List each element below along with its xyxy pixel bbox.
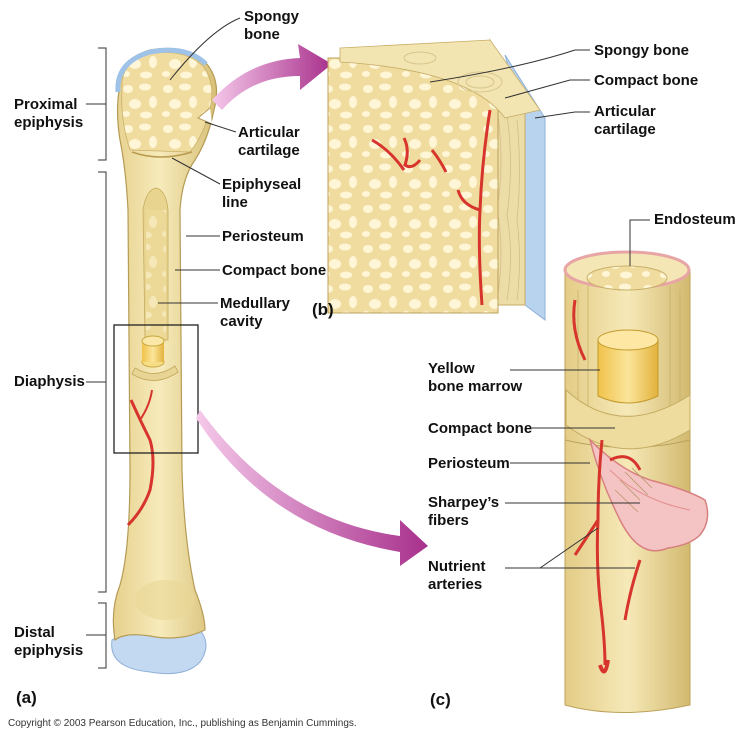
label-a-epiphyseal-line: Epiphyseal line xyxy=(222,176,301,212)
label-b-compact-bone: Compact bone xyxy=(594,72,698,90)
copyright-notice: Copyright © 2003 Pearson Education, Inc.… xyxy=(8,718,357,729)
label-c-nutrient-arteries: Nutrient arteries xyxy=(428,558,486,594)
label-a-compact-bone: Compact bone xyxy=(222,262,326,280)
label-c-endosteum: Endosteum xyxy=(654,211,736,229)
compact-bone-cylinder xyxy=(565,252,708,713)
region-brackets xyxy=(86,48,106,668)
label-c-yellow-marrow: Yellow bone marrow xyxy=(428,360,522,396)
label-proximal-epiphysis: Proximal epiphysis xyxy=(14,96,83,132)
label-b-articular-cartilage: Articular cartilage xyxy=(594,103,656,139)
label-distal-epiphysis: Distal epiphysis xyxy=(14,624,83,660)
zoom-arrow-top xyxy=(212,44,332,110)
label-c-periosteum: Periosteum xyxy=(428,455,510,473)
label-a-spongy-bone: Spongy bone xyxy=(244,8,299,44)
zoom-arrow-bottom xyxy=(196,410,428,566)
label-a-periosteum: Periosteum xyxy=(222,228,304,246)
panel-label-b: (b) xyxy=(312,300,334,320)
panel-label-c: (c) xyxy=(430,690,451,710)
label-a-medullary-cavity: Medullary cavity xyxy=(220,295,290,331)
label-a-articular-cartilage: Articular cartilage xyxy=(238,124,300,160)
spongy-bone-block xyxy=(328,40,545,320)
long-bone-figure xyxy=(112,49,217,674)
label-c-compact-bone: Compact bone xyxy=(428,420,532,438)
panel-label-a: (a) xyxy=(16,688,37,708)
label-b-spongy-bone: Spongy bone xyxy=(594,42,689,60)
label-c-sharpeys-fibers: Sharpey’s fibers xyxy=(428,494,499,530)
label-diaphysis: Diaphysis xyxy=(14,373,85,391)
